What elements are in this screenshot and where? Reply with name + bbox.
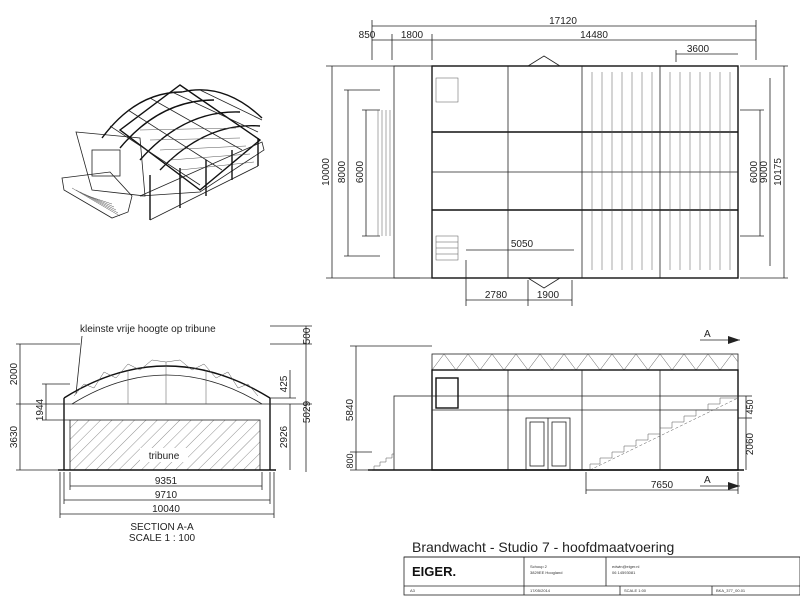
dim-elevation-lower: 2060 xyxy=(745,432,756,455)
section-aa-view: kleinste vrije hoogte op tribune tribune… xyxy=(9,324,313,544)
dim-elevation-height: 5840 xyxy=(345,398,356,421)
dim-overall-width: 17120 xyxy=(549,16,577,27)
dim-main: 14480 xyxy=(580,30,608,41)
paper-size: A3 xyxy=(410,588,416,593)
dim-elevation-run: 7650 xyxy=(651,480,674,491)
drawing-date: 17/05/2014 xyxy=(530,588,551,593)
plan-view: 17120 850 1800 14480 3600 10000 8000 600… xyxy=(321,16,788,306)
dim-right-section: 3600 xyxy=(687,44,710,55)
dim-elevation-base: 800 xyxy=(345,453,355,468)
dim-plan-right-overall: 10175 xyxy=(773,158,784,186)
section-marker-top: A xyxy=(704,329,711,340)
dim-plan-overall-depth: 10000 xyxy=(321,158,332,186)
isometric-view xyxy=(61,84,265,221)
company-logo: EIGER. xyxy=(412,564,456,579)
dim-section-top: 500 xyxy=(302,327,313,344)
dim-section-outer-width: 10040 xyxy=(152,504,180,515)
dim-plan-stair-offset: 5050 xyxy=(511,239,534,250)
dim-left-margin: 850 xyxy=(359,30,376,41)
dim-section-arch-rise: 2000 xyxy=(9,362,20,385)
dim-plan-inner-depth: 8000 xyxy=(337,160,348,183)
drawing-scale: SCALE 1:00 xyxy=(624,588,647,593)
dim-plan-right-inner: 9000 xyxy=(759,160,770,183)
dim-plan-bottom-right: 1900 xyxy=(537,290,560,301)
annotation-min-clear-height: kleinste vrije hoogte op tribune xyxy=(80,324,216,335)
dim-section-total-left: 3630 xyxy=(9,425,20,448)
dim-section-total-right: 5029 xyxy=(302,400,313,423)
contact-phone: 06 14593081 xyxy=(612,570,636,575)
section-caption-scale: SCALE 1 : 100 xyxy=(129,533,196,544)
contact-email: edwin@eiger.nl xyxy=(612,564,640,569)
dim-section-wall: 1944 xyxy=(35,398,46,421)
dim-section-clear: 2926 xyxy=(279,425,290,448)
address-line2: 3829EE Hoogland xyxy=(530,570,562,575)
tribune-label: tribune xyxy=(149,451,180,462)
section-caption-title: SECTION A-A xyxy=(130,522,194,533)
dim-left-bay: 1800 xyxy=(401,30,424,41)
drawing-title: Brandwacht - Studio 7 - hoofdmaatvoering xyxy=(412,539,674,555)
drawing-number: BKA_377_00.01 xyxy=(716,588,746,593)
dim-elevation-top: 450 xyxy=(745,399,755,414)
dim-plan-bottom-left: 2780 xyxy=(485,290,508,301)
elevation-view: 5840 800 450 2060 A A 7650 xyxy=(345,329,756,494)
dim-section-inner-width: 9351 xyxy=(155,476,178,487)
section-marker-bottom: A xyxy=(704,475,711,486)
dim-plan-right-core: 6000 xyxy=(749,160,760,183)
title-block: Brandwacht - Studio 7 - hoofdmaatvoering… xyxy=(403,539,800,596)
dim-section-middle-width: 9710 xyxy=(155,490,178,501)
dim-plan-core-depth: 6000 xyxy=(355,160,366,183)
dim-section-arch: 425 xyxy=(279,375,290,392)
address-line1: Schoup 2 xyxy=(530,564,548,569)
